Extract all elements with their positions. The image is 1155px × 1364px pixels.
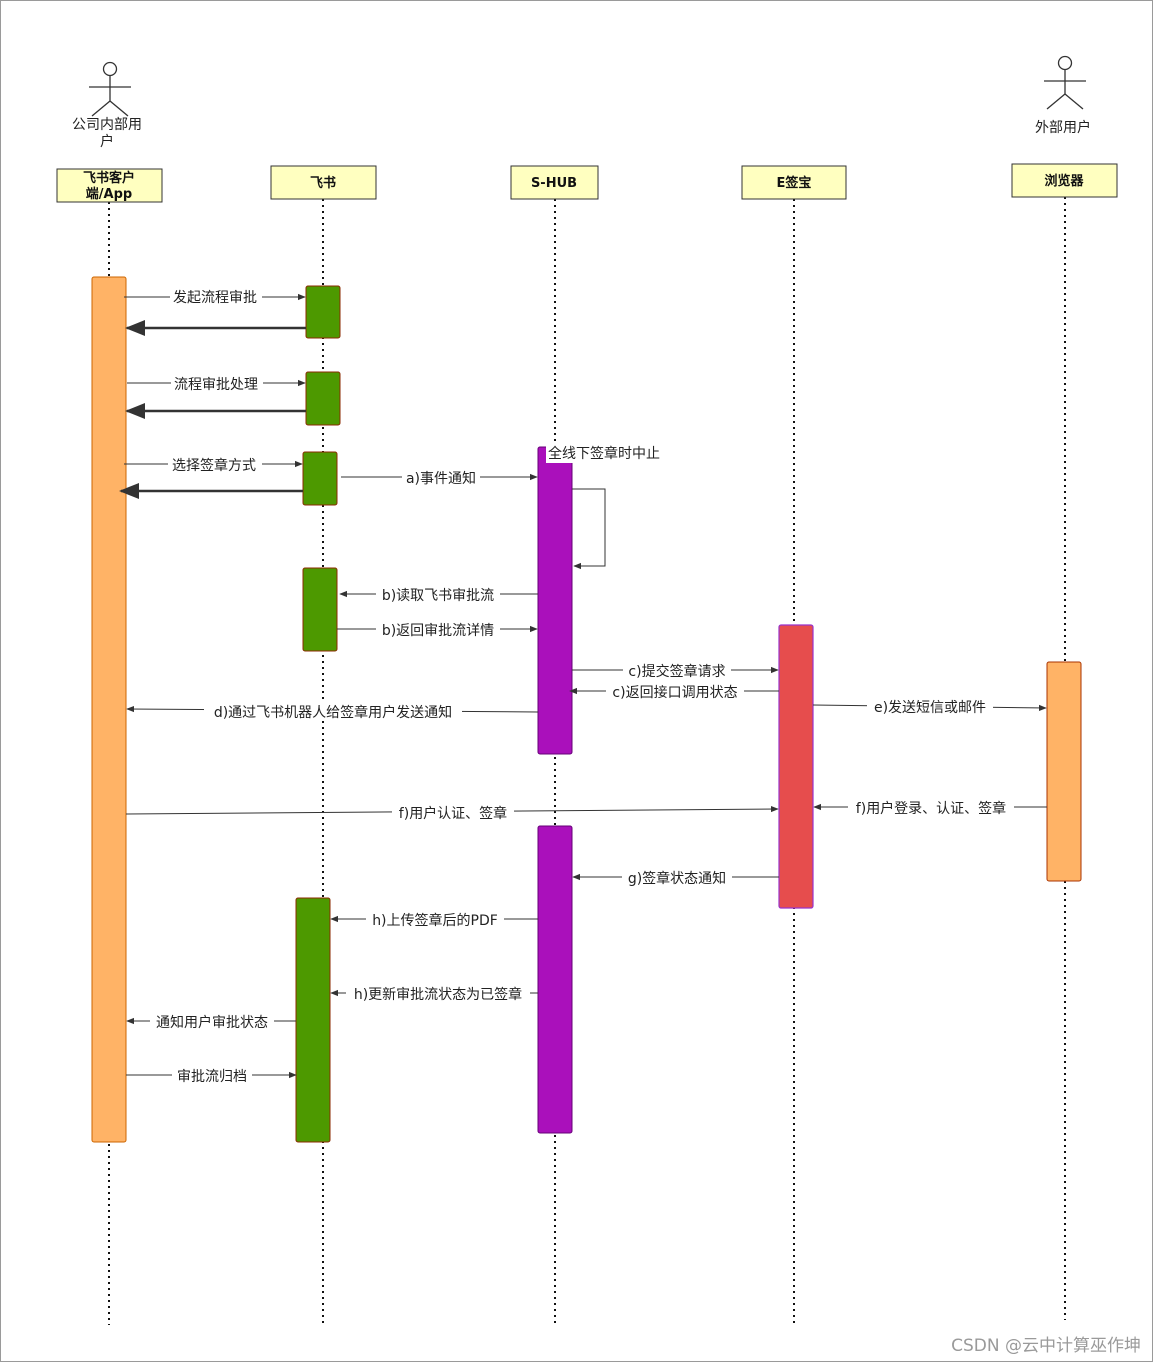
activation-feishu-2 bbox=[305, 371, 341, 426]
message-label: h)上传签章后的PDF bbox=[372, 912, 498, 929]
participant-shub-label: S-HUB bbox=[531, 176, 577, 191]
activation-shub-1 bbox=[537, 446, 573, 755]
activation-feishu-4 bbox=[302, 567, 338, 652]
message-label: 发起流程审批 bbox=[173, 290, 257, 306]
message-label: 流程审批处理 bbox=[174, 377, 258, 393]
message-label: a)事件通知 bbox=[406, 470, 476, 487]
participant-esign[interactable]: E签宝 bbox=[741, 165, 847, 200]
participant-browser-label: 浏览器 bbox=[1044, 173, 1084, 189]
activation-esign bbox=[778, 624, 814, 909]
message-label: 选择签章方式 bbox=[172, 457, 256, 474]
note-text: 全线下签章时中止 bbox=[548, 445, 660, 462]
participant-feishu-label: 飞书 bbox=[310, 175, 336, 191]
message-label: f)用户登录、认证、签章 bbox=[856, 800, 1006, 817]
message-label: b)读取飞书审批流 bbox=[382, 587, 494, 604]
messages: 发起流程审批 流程审批处理 选择签章方式 a)事件通知 b)读取飞书审批流 b)… bbox=[119, 289, 1047, 1085]
activation-browser bbox=[1046, 661, 1082, 882]
actor-internal-user-label-2: 户 bbox=[100, 133, 114, 150]
activation-feishu-3 bbox=[302, 451, 338, 506]
message-label: d)通过飞书机器人给签章用户发送通知 bbox=[214, 704, 452, 721]
note-offline-abort: 全线下签章时中止 bbox=[546, 445, 668, 463]
activation-client bbox=[91, 276, 127, 1143]
message-label: 审批流归档 bbox=[177, 1068, 247, 1085]
message-label: c)提交签章请求 bbox=[628, 663, 725, 680]
participant-client[interactable]: 飞书客户 端/App bbox=[56, 168, 163, 203]
activation-feishu-1 bbox=[305, 285, 341, 339]
participant-esign-label: E签宝 bbox=[777, 175, 812, 191]
message-label: 通知用户审批状态 bbox=[156, 1014, 268, 1031]
lifelines bbox=[108, 197, 1066, 1325]
participant-feishu[interactable]: 飞书 bbox=[270, 165, 377, 200]
message-label: b)返回审批流详情 bbox=[382, 623, 494, 639]
participant-client-label-2: 端/App bbox=[86, 186, 132, 202]
participant-client-label-1: 飞书客户 bbox=[83, 170, 135, 186]
self-message-shub bbox=[572, 488, 606, 570]
actor-external-user bbox=[1044, 55, 1086, 110]
actor-head bbox=[1057, 55, 1073, 71]
activation-shub-2 bbox=[537, 825, 573, 1134]
message-label: h)更新审批流状态为已签章 bbox=[354, 986, 522, 1003]
activation-feishu-5 bbox=[295, 897, 331, 1143]
participant-shub[interactable]: S-HUB bbox=[510, 165, 599, 200]
message-label: c)返回接口调用状态 bbox=[612, 684, 737, 701]
message-label: f)用户认证、签章 bbox=[399, 805, 507, 822]
actor-head bbox=[102, 61, 118, 77]
actor-internal-user-label-1: 公司内部用 bbox=[72, 117, 142, 133]
actor-internal-user bbox=[89, 61, 131, 117]
message-label: g)签章状态通知 bbox=[628, 870, 726, 887]
message-label: e)发送短信或邮件 bbox=[874, 700, 986, 716]
watermark: CSDN @云中计算巫作坤 bbox=[951, 1336, 1141, 1356]
actor-external-user-label: 外部用户 bbox=[1035, 119, 1091, 136]
participant-browser[interactable]: 浏览器 bbox=[1011, 163, 1118, 198]
